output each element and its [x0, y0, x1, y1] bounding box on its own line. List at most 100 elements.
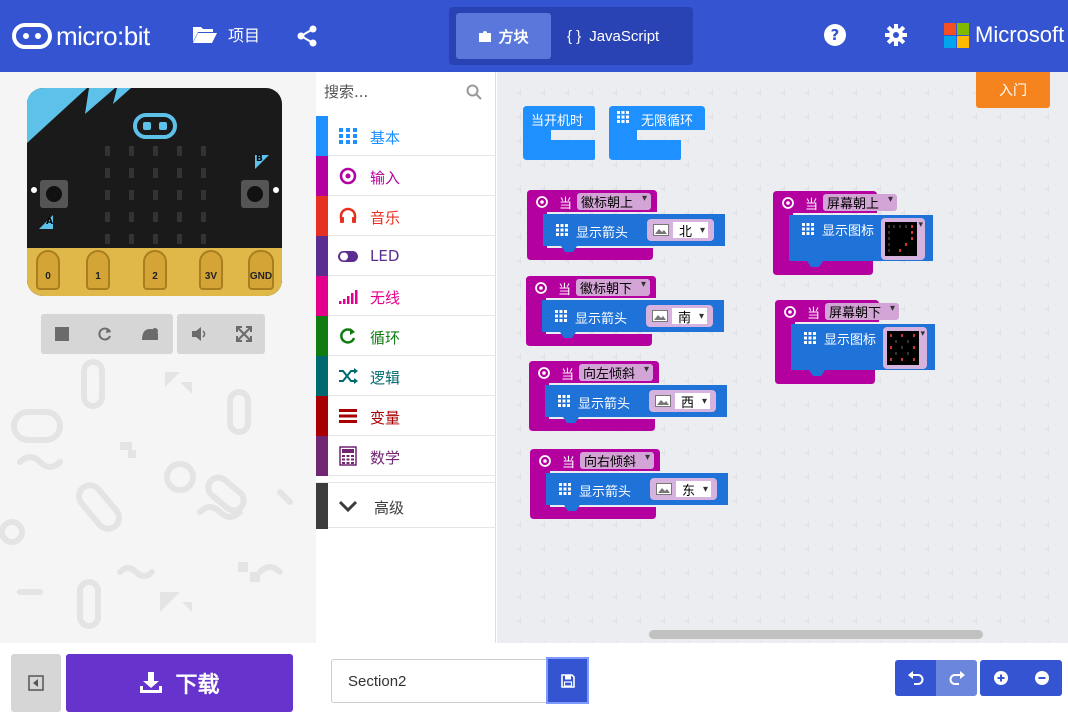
arrow-dropdown[interactable]: 南: [646, 305, 714, 327]
board-logo-touch[interactable]: [133, 113, 177, 139]
zoom-in-button[interactable]: [980, 660, 1021, 696]
gesture-dropdown[interactable]: 向左倾斜: [579, 364, 654, 382]
project-name-input[interactable]: [331, 659, 547, 703]
fullscreen-icon[interactable]: [235, 326, 252, 342]
pin-gnd: GND: [248, 250, 274, 290]
microbit-logo[interactable]: micro:bit: [12, 20, 150, 52]
category-loops[interactable]: 循环: [316, 316, 496, 356]
on-start-block[interactable]: 当开机时: [523, 106, 597, 166]
category-label: 音乐: [370, 209, 401, 227]
puzzle-icon: [479, 31, 492, 42]
when-label: 当: [561, 368, 575, 383]
category-label: 输入: [370, 169, 401, 187]
category-color-bar: [316, 116, 328, 156]
gesture-dropdown[interactable]: 屏幕朝上: [823, 194, 898, 212]
gesture-dropdown[interactable]: 屏幕朝下: [825, 303, 900, 321]
target-icon: [536, 196, 548, 208]
grid-icon: [556, 224, 568, 236]
when-label: 当: [805, 198, 819, 213]
svg-text:?: ?: [831, 26, 840, 44]
tab-javascript[interactable]: { } JavaScript: [567, 13, 659, 59]
on-start-label: 当开机时: [531, 114, 584, 129]
simulator-panel: A B 0 1 2 3V GND: [0, 72, 316, 643]
headphones-icon: [339, 207, 357, 223]
stop-icon[interactable]: [55, 327, 69, 341]
gear-icon: [885, 24, 907, 46]
category-label: 逻辑: [370, 369, 401, 387]
zoom-in-icon: [993, 671, 1008, 685]
share-button[interactable]: [296, 25, 318, 47]
icon-preview: [885, 222, 917, 256]
search-icon[interactable]: [466, 84, 482, 100]
undo-button[interactable]: [895, 660, 936, 696]
slowmo-icon[interactable]: [141, 327, 159, 341]
redo-button[interactable]: [936, 660, 977, 696]
gesture-dropdown[interactable]: 徽标朝下: [576, 279, 651, 297]
board-corner-decoration: [27, 88, 131, 143]
category-music[interactable]: 音乐: [316, 196, 496, 236]
arrow-dropdown[interactable]: 东: [650, 478, 718, 500]
show-icon-label: 显示图标: [822, 224, 875, 239]
download-button[interactable]: 下载: [66, 654, 293, 712]
mute-icon[interactable]: [191, 327, 209, 341]
on-gesture-block[interactable]: 当 向右倾斜 显示箭头 东: [530, 449, 730, 523]
braces-icon: { }: [567, 27, 582, 45]
category-basic[interactable]: 基本: [316, 116, 496, 156]
pin-2[interactable]: 2: [143, 250, 167, 290]
get-started-button[interactable]: 入门: [976, 72, 1050, 108]
icon-dropdown[interactable]: ▾: [883, 327, 927, 369]
toggle-icon: [338, 251, 358, 262]
forever-block[interactable]: 无限循环: [609, 106, 707, 166]
tab-blocks[interactable]: 方块: [456, 13, 551, 59]
help-icon: ?: [824, 24, 846, 46]
show-arrow-label: 显示箭头: [575, 312, 628, 327]
settings-button[interactable]: [885, 24, 907, 46]
category-logic[interactable]: 逻辑: [316, 356, 496, 396]
grid-icon: [617, 111, 629, 123]
category-advanced[interactable]: 高级: [316, 482, 496, 529]
arrow-dropdown[interactable]: 北: [647, 219, 715, 241]
tab-blocks-label: 方块: [498, 28, 529, 46]
grid-icon: [559, 483, 571, 495]
gesture-dropdown[interactable]: 向右倾斜: [580, 452, 655, 470]
collapse-icon: [28, 675, 44, 691]
microsoft-logo[interactable]: Microsoft: [944, 22, 1064, 48]
when-label: 当: [807, 307, 821, 322]
projects-button[interactable]: 项目: [192, 22, 260, 46]
button-b[interactable]: [241, 180, 269, 208]
category-variables[interactable]: 变量: [316, 396, 496, 436]
category-led[interactable]: LED: [316, 236, 496, 276]
arrow-dropdown[interactable]: 西: [649, 390, 717, 412]
signal-icon: [339, 290, 358, 304]
image-icon: [656, 483, 672, 495]
on-gesture-block[interactable]: 当 屏幕朝上 显示图标 ▾: [773, 191, 935, 279]
pin-0[interactable]: 0: [36, 250, 60, 290]
restart-icon[interactable]: [97, 326, 113, 342]
save-icon: [560, 673, 575, 688]
help-button[interactable]: ?: [824, 24, 846, 46]
grid-icon: [802, 223, 814, 235]
blocks-workspace[interactable]: 入门 当开机时 无限循环 当 徽标朝上 显示箭头 北 当 徽标朝下 显示箭头 南: [497, 72, 1068, 643]
on-gesture-block[interactable]: 当 徽标朝下 显示箭头 南: [526, 276, 726, 350]
download-icon: [140, 672, 163, 693]
redo-icon: [949, 671, 965, 685]
zoom-out-button[interactable]: [1021, 660, 1062, 696]
category-math[interactable]: 数学: [316, 436, 496, 476]
button-a[interactable]: [40, 180, 68, 208]
pin-1[interactable]: 1: [86, 250, 110, 290]
category-input[interactable]: 输入: [316, 156, 496, 196]
grid-icon: [555, 310, 567, 322]
on-gesture-block[interactable]: 当 徽标朝上 显示箭头 北: [527, 190, 727, 264]
microbit-board[interactable]: A B 0 1 2 3V GND: [27, 88, 282, 296]
workspace-scrollbar[interactable]: [649, 630, 983, 639]
on-gesture-block[interactable]: 当 屏幕朝下 显示图标 ▾: [775, 300, 937, 388]
save-button[interactable]: [546, 657, 589, 704]
on-gesture-block[interactable]: 当 向左倾斜 显示箭头 西: [529, 361, 729, 435]
category-label: 基本: [370, 129, 401, 147]
gesture-dropdown[interactable]: 徽标朝上: [577, 193, 652, 211]
search-input[interactable]: [324, 80, 464, 104]
calculator-icon: [339, 446, 357, 466]
category-radio[interactable]: 无线: [316, 276, 496, 316]
collapse-simulator-button[interactable]: [11, 654, 61, 712]
icon-dropdown[interactable]: ▾: [881, 218, 925, 260]
